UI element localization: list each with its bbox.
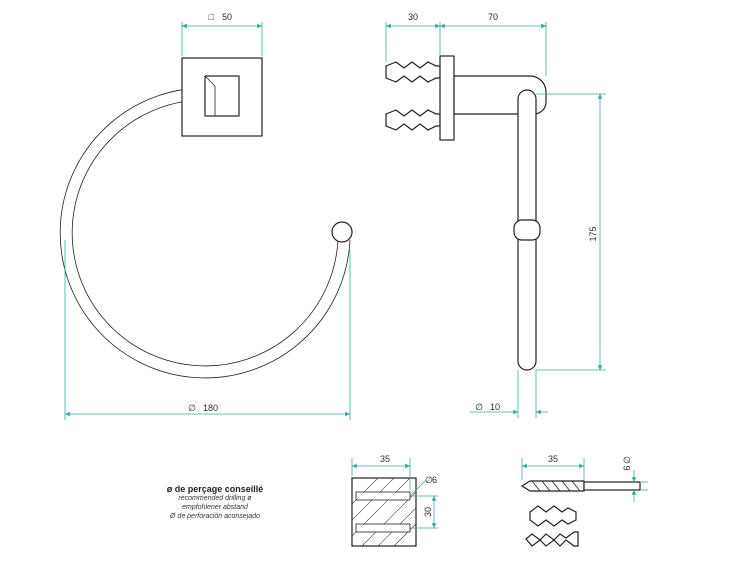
ring-outer-arc xyxy=(59,87,351,379)
plate-inner-square xyxy=(204,75,240,117)
ring-end-ball xyxy=(331,221,353,243)
side-view: 30 70 175 ∅ 10 xyxy=(385,12,606,418)
wood-screw xyxy=(525,531,579,547)
ring-inner-arc xyxy=(71,99,339,367)
front-view: □ 50 ∅ 180 xyxy=(59,12,353,420)
legend-title: ø de perçage conseillé xyxy=(166,484,264,494)
dim-drill-block-height: 30 xyxy=(423,507,433,517)
dim-tube-diameter: 10 xyxy=(490,402,500,412)
drill-bit xyxy=(520,480,641,492)
drill-bit-symbol: ∅ xyxy=(622,456,632,464)
drill-hole-symbol: ∅ xyxy=(425,475,433,485)
dim-height: 175 xyxy=(588,226,598,241)
dim-depth-ring: 70 xyxy=(488,12,498,22)
dim-drill-hole: 6 xyxy=(432,475,437,485)
plate-symbol: □ xyxy=(209,12,215,22)
dim-plate-width: 50 xyxy=(222,12,232,22)
hardware-group: 35 ∅ 6 xyxy=(520,454,648,547)
drilling-block: 35 ∅ 6 30 xyxy=(351,454,438,547)
drilling-legend: ø de perçage conseillé recommended drill… xyxy=(130,485,300,521)
legend-english: recommended drilling ø xyxy=(178,495,252,502)
wall-plug-bottom xyxy=(385,109,441,131)
dim-depth-wall: 30 xyxy=(408,12,418,22)
tube-diameter-symbol: ∅ xyxy=(475,402,483,412)
wall-plug xyxy=(529,505,577,527)
dim-drill-bit-diameter: 6 xyxy=(622,465,632,470)
drill-hole-top xyxy=(355,491,411,501)
dim-ring-diameter: 180 xyxy=(203,403,218,413)
wall-plug-top xyxy=(385,61,441,83)
side-flange xyxy=(439,55,455,141)
drill-hole-bottom xyxy=(355,523,411,533)
side-tube-collar xyxy=(513,219,541,241)
legend-spanish: Ø de perforación aconsejado xyxy=(170,513,260,520)
legend-german: empfohlener abstand xyxy=(182,504,248,511)
dim-leader-drill-hole xyxy=(409,479,427,497)
dim-drill-block-width: 35 xyxy=(380,454,390,464)
ring-diameter-symbol: ∅ xyxy=(188,403,196,413)
dim-drill-bit-length: 35 xyxy=(548,454,558,464)
plate-bevel-line xyxy=(204,75,216,87)
